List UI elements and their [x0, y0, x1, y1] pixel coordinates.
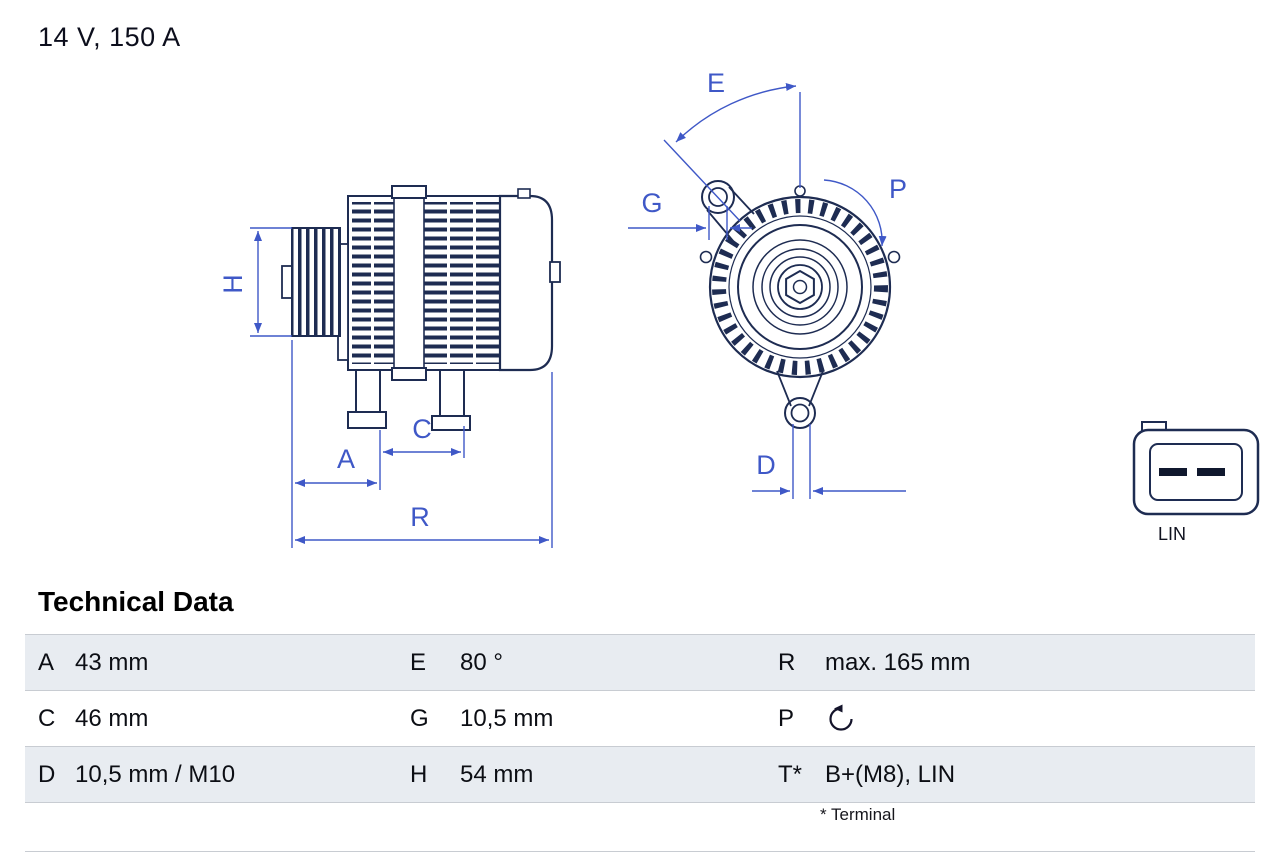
dimension-labels-side: H A C R: [218, 274, 432, 532]
tech-value: max. 165 mm: [825, 648, 971, 676]
rotation-ccw-icon: [829, 704, 853, 731]
technical-data-table: A 43 mm E 80 ° R max. 165 mm C 46 mm G 1…: [25, 634, 1255, 803]
tech-value: 10,5 mm / M10: [75, 760, 236, 788]
tech-key: H: [410, 760, 428, 788]
dimension-lines-front: [628, 83, 906, 499]
dim-label-p: P: [889, 174, 907, 204]
tech-key: C: [38, 704, 56, 732]
dim-label-g: G: [641, 188, 662, 218]
tech-key: T*: [778, 760, 802, 788]
dim-label-r: R: [410, 502, 430, 532]
connector-pin-icon: [1159, 468, 1187, 476]
tech-key: D: [38, 760, 56, 788]
terminal-footnote: * Terminal: [820, 805, 896, 824]
tech-key: P: [778, 704, 795, 732]
dim-label-c: C: [412, 414, 432, 444]
tech-value: 80 °: [460, 648, 503, 676]
tech-value: 46 mm: [75, 704, 149, 732]
tech-value: B+(M8), LIN: [825, 760, 956, 788]
tech-value: 10,5 mm: [460, 704, 554, 732]
alternator-side-view: [281, 185, 561, 431]
tech-key: E: [410, 648, 427, 676]
dim-label-d: D: [756, 450, 776, 480]
table-row: D 10,5 mm / M10 H 54 mm T* B+(M8), LIN: [25, 746, 1255, 802]
table-row: A 43 mm E 80 ° R max. 165 mm: [25, 634, 1255, 690]
rating-text: 14 V, 150 A: [38, 22, 181, 52]
dim-label-a: A: [337, 444, 355, 474]
tech-value: 43 mm: [75, 648, 149, 676]
tech-value: 54 mm: [460, 760, 534, 788]
tech-value: [815, 703, 1255, 735]
tech-key: G: [410, 704, 429, 732]
alternator-front-view: [699, 180, 901, 429]
dimension-labels-front: E G P D: [641, 68, 907, 480]
section-title: Technical Data: [38, 586, 234, 617]
dim-label-e: E: [707, 68, 725, 98]
bottom-divider: [25, 851, 1255, 852]
connector-pin-icon: [1197, 468, 1225, 476]
tech-key: R: [778, 648, 796, 676]
lin-connector-drawing: [1132, 421, 1260, 516]
dim-label-h: H: [218, 274, 248, 294]
connector-label: LIN: [1158, 524, 1186, 544]
technical-drawing: H A C R: [218, 68, 1260, 548]
tech-key: A: [38, 648, 55, 676]
dimension-lines-side: [250, 227, 553, 548]
table-row: C 46 mm G 10,5 mm P: [25, 690, 1255, 746]
